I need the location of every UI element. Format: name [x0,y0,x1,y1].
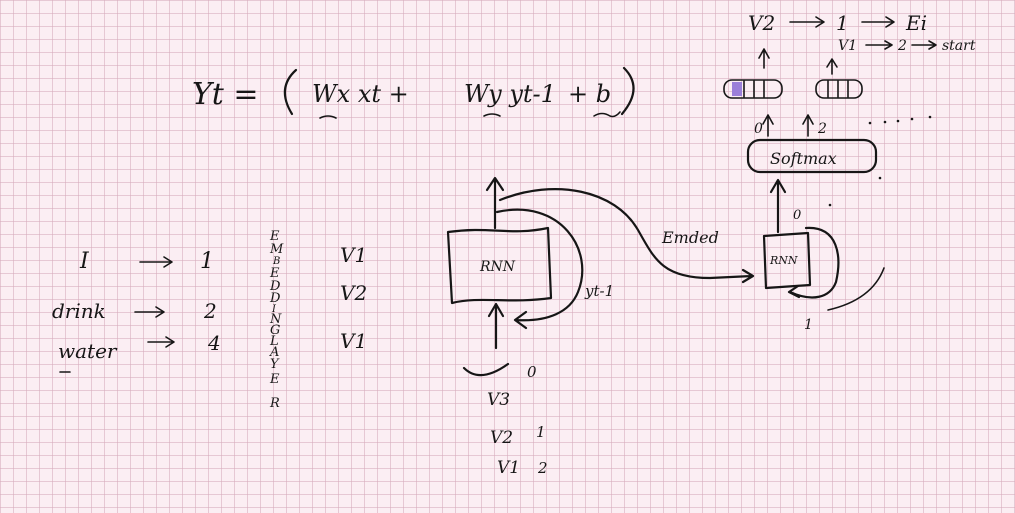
mapping-arrow [134,306,165,318]
decoder-output-arrow [769,178,787,234]
decoder-state-bottom: 1 [804,317,813,333]
vocab-word: I [79,249,90,274]
softmax-box [746,138,878,174]
vertical-letter: E [269,372,280,387]
vertical-letter: D [269,291,281,306]
equation-lhs: Yt = [192,77,259,112]
vocab-index: 4 [207,331,221,355]
tilde-mark [593,111,621,118]
prob-arrow [802,114,814,137]
vertical-letter: N [269,312,282,327]
decoder-outer-loop [827,267,885,311]
input-step: 2 [537,459,548,477]
vocab-vector: V1 [340,243,367,267]
vocab-vector: V1 [340,329,367,353]
output-vector-box [723,79,783,99]
mapping-arrow [911,40,937,50]
vector-cells [743,80,765,98]
input-curve [462,362,510,377]
vocab-index: 1 [200,249,214,274]
vocab-vector: V2 [340,281,367,305]
rnn-block: RNN yt-1 0 V3 V2 1 V1 2 [446,176,614,478]
recurrence-loop [495,208,584,330]
vertical-letter: B [272,256,280,267]
vertical-letter: M [269,242,284,257]
mapping-vector: V2 [748,11,775,35]
equation-term-wy: Wy yt-1 [464,80,556,108]
embedding-layer-letters: E M B E D D I N G L A Y E R [269,229,284,411]
vector-cells [827,80,849,98]
tilde-mark [483,113,501,117]
embed-label: Emded [661,228,719,247]
mapping-vector: V1 [838,38,857,54]
vocab-table: I 1 V1 drink 2 V2 water 4 V1 E M B E D D… [52,229,367,411]
input-vector: V1 [497,458,520,478]
vertical-letter: I [271,304,277,315]
equation-term-b: + b [568,80,611,108]
equation-term-wx: Wx xt + [312,80,409,108]
input-vector: V3 [487,390,510,410]
input-step: 1 [536,423,546,441]
mapping-arrow [861,16,895,28]
embed-connector: Emded [498,188,755,284]
up-arrow [758,48,770,69]
decoder-rnn-label: RNN [769,254,798,267]
mapping-target: Ei [905,11,927,35]
vocab-index: 2 [203,299,217,323]
recurrence-label: yt-1 [584,282,614,300]
equation-open-paren [283,68,298,116]
mapping-arrow [147,336,175,348]
output-arrow [485,176,505,230]
initial-state: 0 [527,363,537,381]
equation: Yt = Wx xt + Wy yt-1 + b [192,66,635,119]
rnn-label: RNN [479,259,516,275]
prob-arrow [762,114,774,137]
vocab-word: water [58,339,118,363]
rnn-box [446,226,553,305]
decoder-block: RNN 0 1 Softmax 0 2 V2 1 Ei V1 2 st [723,11,976,333]
output-vector [815,79,863,99]
mapping-target: start [942,38,976,54]
vocab-word: drink [52,299,106,323]
output-label: 2 [817,121,827,137]
vertical-letter: R [269,396,280,411]
mapping-arrow [789,16,825,28]
output-label: 0 [754,121,763,137]
vertical-letter: E [269,229,280,244]
decoder-rnn-box [762,231,812,290]
vertical-letter: G [270,323,280,338]
vertical-letter: Y [270,357,280,372]
mapping-index: 1 [836,11,849,35]
output-vector-box [815,79,863,99]
output-vector [723,79,783,99]
vertical-letter: A [269,345,279,360]
vertical-letter: L [269,334,279,349]
tilde-mark [319,115,337,119]
embed-arrow [498,188,755,284]
mapping-arrow [865,40,893,50]
up-arrow [826,58,838,75]
mapping-index: 2 [897,38,907,54]
trailing-dots [828,115,932,207]
highlighted-cell [732,82,742,96]
vertical-letter: E [269,266,280,281]
softmax-label: Softmax [770,149,837,168]
vertical-letter: D [269,279,281,294]
decoder-recurrence-loop [787,226,840,299]
decoder-state-top: 0 [793,208,801,223]
input-arrow [487,302,505,350]
mapping-arrow [139,256,173,268]
equation-close-paren [620,66,635,116]
input-vector: V2 [490,428,513,448]
